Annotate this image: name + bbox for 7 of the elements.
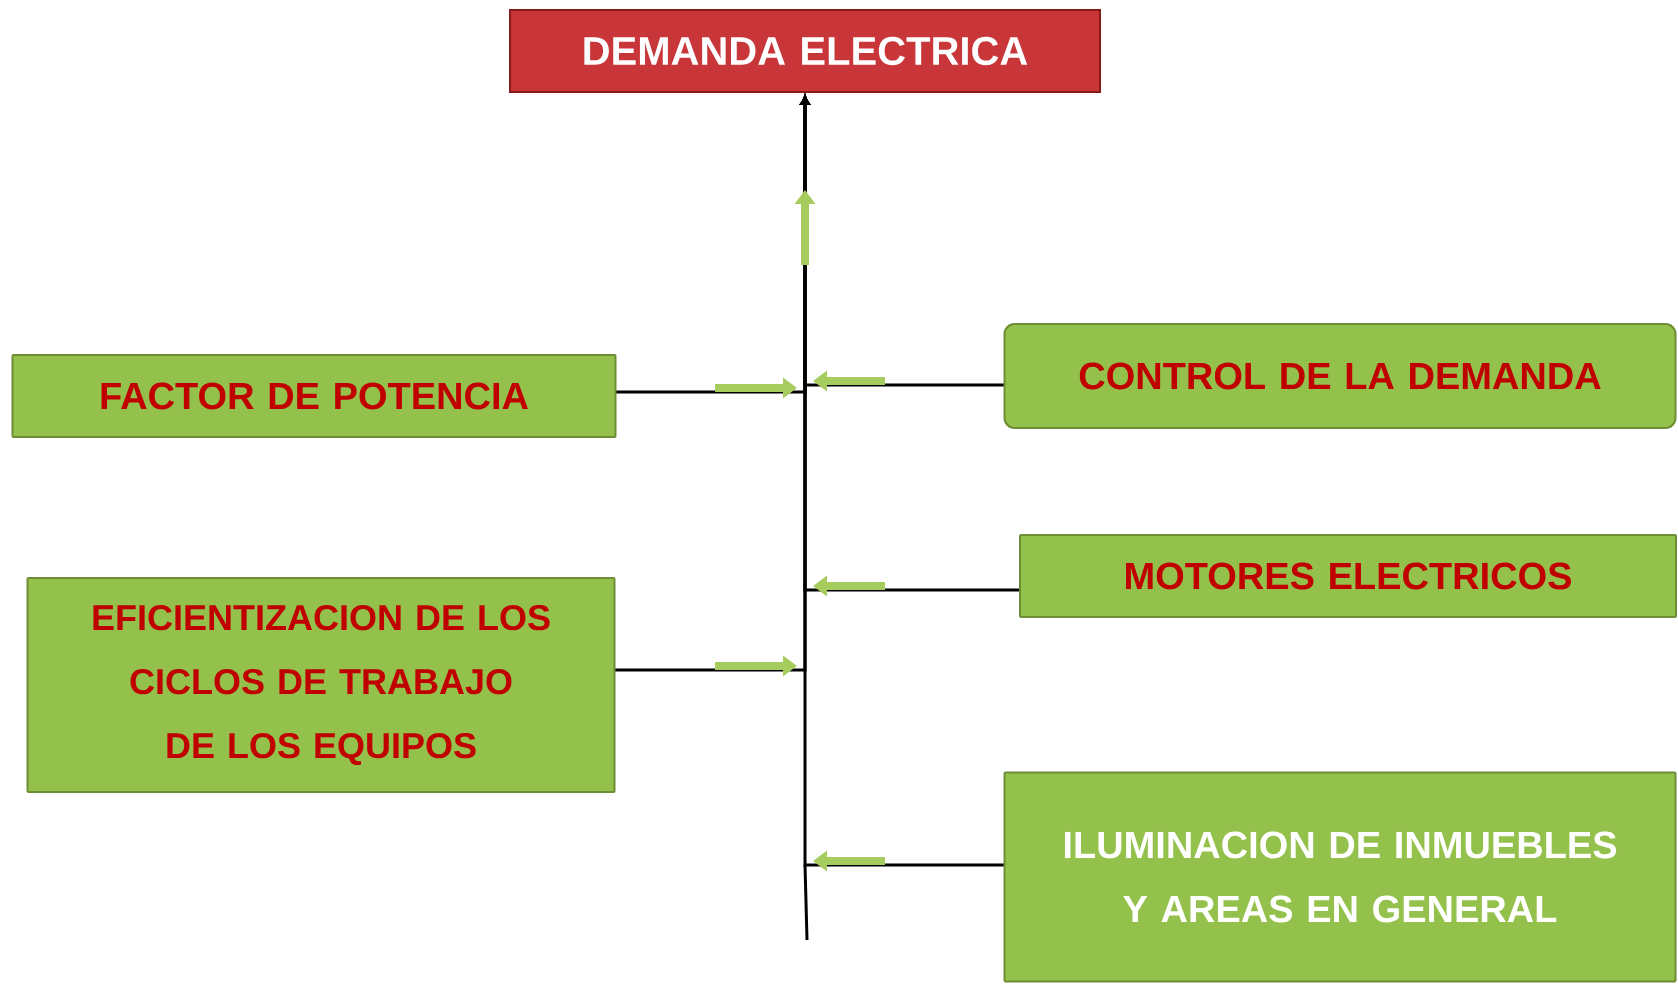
arrow — [800, 95, 1005, 872]
title-box: DEMANDA ELECTRICA — [509, 9, 1101, 93]
factor-box: FACTOR DE POTENCIA — [11, 354, 617, 438]
topic-box: ILUMINACION DE INMUEBLES Y AREAS EN GENERAL — [1003, 771, 1677, 983]
topic-box: CONTROL DE LA DEMANDA — [1003, 323, 1677, 429]
topic-box: EFICIENTIZACION DE LOS CICLOS DE TRABAJO DE LOS EQUIPOS — [26, 577, 616, 793]
topic-box: MOTORES ELECTRICOS — [1019, 534, 1677, 618]
